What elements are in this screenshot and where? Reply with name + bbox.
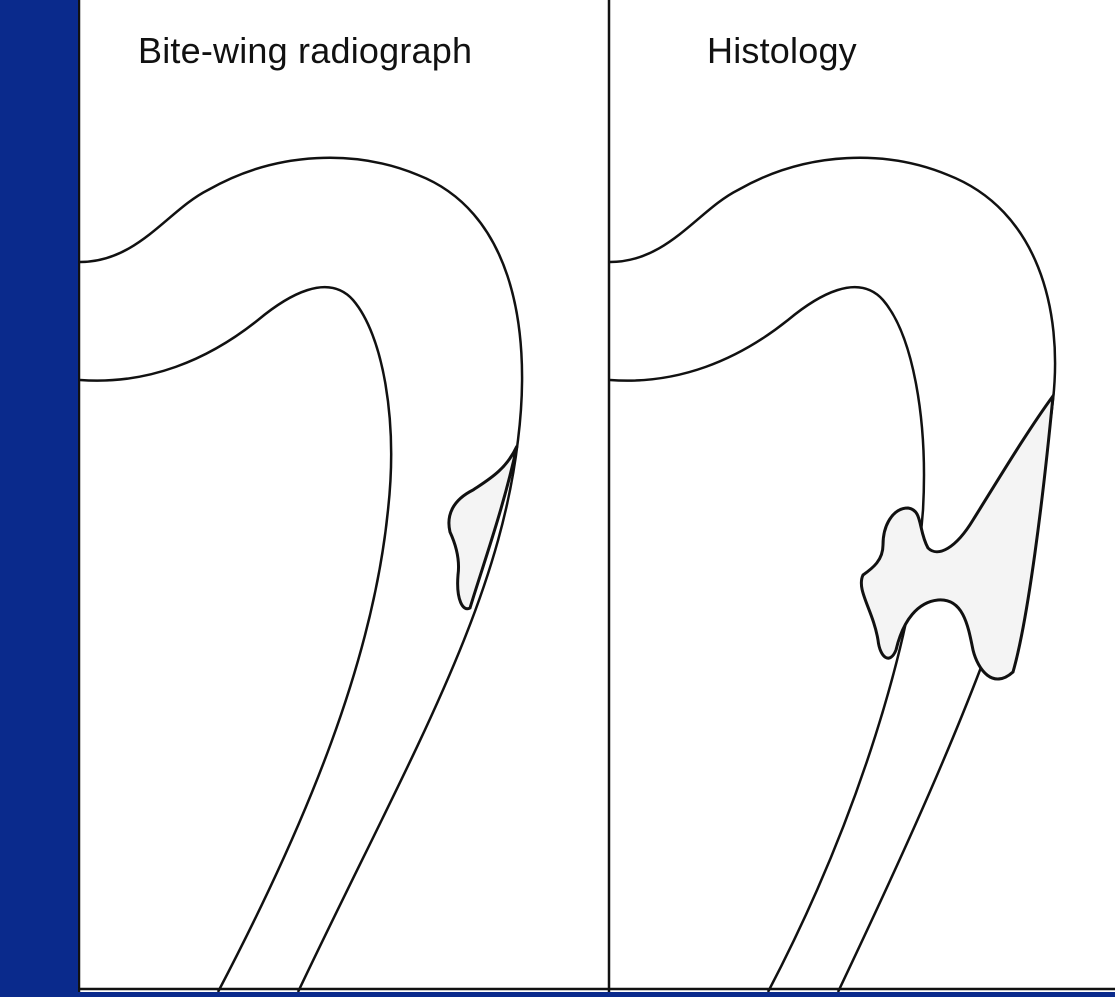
left-tooth-outline [80,158,522,992]
panel-title-bite-wing: Bite-wing radiograph [138,30,472,72]
diagram-figure: Bite-wing radiograph Histology [78,0,1115,992]
left-lesion [449,446,517,609]
panel-title-histology: Histology [707,30,857,72]
diagram-svg [78,0,1115,992]
right-lesion [861,396,1053,679]
